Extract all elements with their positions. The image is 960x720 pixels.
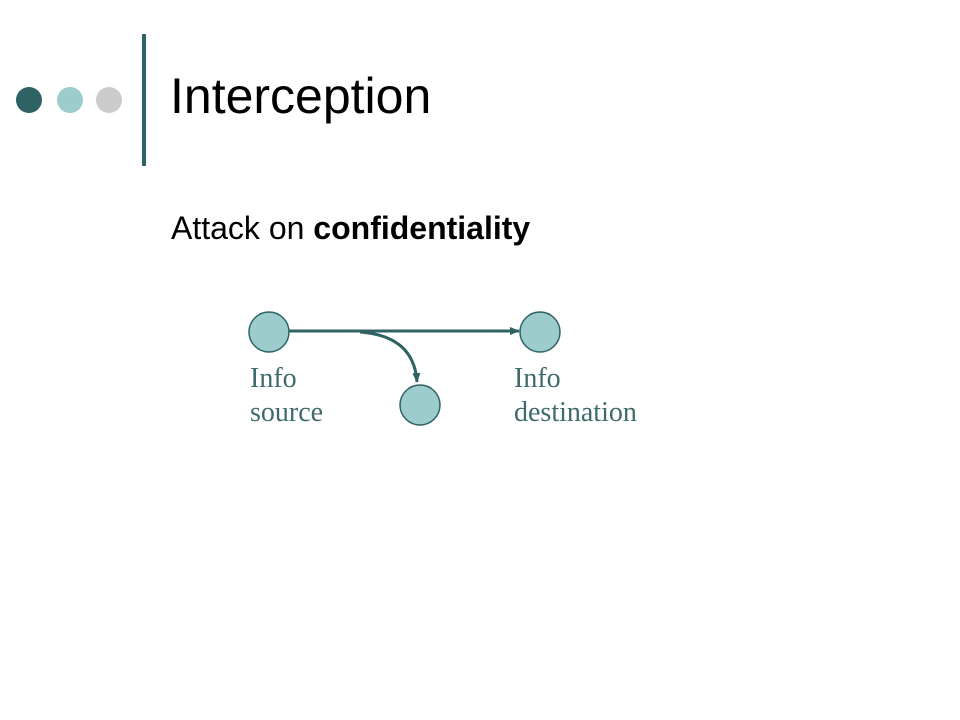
label-source-line2: source (250, 397, 324, 428)
node-interceptor (399, 384, 441, 426)
slide-title: Interception (170, 68, 432, 124)
decor-dot-light (57, 87, 83, 113)
label-source-line1: Info (250, 363, 297, 394)
node-info-source (248, 311, 290, 353)
subtitle-prefix: Attack on (171, 210, 314, 246)
label-dest-line1: Info (514, 363, 561, 394)
label-dest-line2: destination (514, 397, 637, 428)
label-info-destination: Info destination (514, 362, 637, 430)
title-divider (142, 34, 146, 166)
decor-dot-dark (16, 87, 42, 113)
subtitle-emphasis: confidentiality (313, 210, 531, 246)
decor-dot-gray (96, 87, 122, 113)
flow-arrow-interception (359, 330, 421, 383)
node-info-destination (519, 311, 561, 353)
slide-subtitle: Attack on confidentiality (171, 209, 530, 247)
label-info-source: Info source (250, 362, 323, 430)
